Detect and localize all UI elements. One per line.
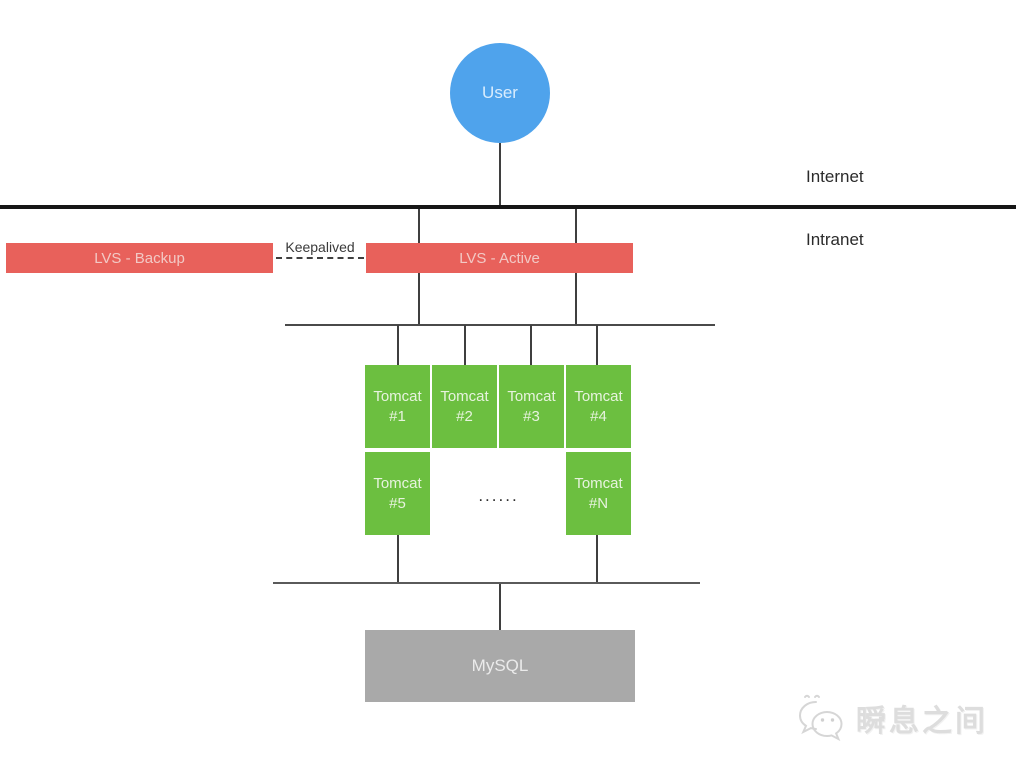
user-node-label: User xyxy=(482,83,518,102)
tomcat-4-id: #4 xyxy=(590,407,607,425)
connector-bus-to-tomcat1 xyxy=(397,325,399,365)
tomcat-2-id: #2 xyxy=(456,407,473,425)
tomcat-2-node: Tomcat #2 xyxy=(432,365,497,448)
watermark-text: 瞬息之间 xyxy=(856,705,988,738)
keepalived-label: Keepalived xyxy=(285,239,355,255)
tomcat-n-name: Tomcat xyxy=(574,474,623,492)
wechat-icon xyxy=(798,694,843,742)
mysql-label: MySQL xyxy=(471,656,529,675)
lvs-active-node: LVS - Active xyxy=(366,243,633,273)
connector-bus-to-tomcat4 xyxy=(596,325,598,365)
watermark: 瞬息之间 xyxy=(790,688,988,748)
tomcat-ellipsis: ...... xyxy=(478,486,519,505)
tomcat-1-id: #1 xyxy=(389,407,406,425)
tomcat-3-id: #3 xyxy=(523,407,540,425)
mysql-bus-line xyxy=(273,582,700,584)
lvs-active-label: LVS - Active xyxy=(459,249,540,267)
internet-zone-label: Internet xyxy=(806,167,864,186)
intranet-zone-label: Intranet xyxy=(806,230,864,249)
connector-bus-to-mysql xyxy=(499,584,501,630)
keepalived-dashed-link xyxy=(276,257,364,259)
tomcat-4-node: Tomcat #4 xyxy=(566,365,631,448)
tomcat-1-name: Tomcat xyxy=(373,387,422,405)
connector-tomcat5-to-bus xyxy=(397,535,399,582)
lvs-backup-label: LVS - Backup xyxy=(94,249,185,267)
tomcat-3-node: Tomcat #3 xyxy=(499,365,564,448)
mysql-node: MySQL xyxy=(365,630,635,702)
connector-bus-to-tomcat2 xyxy=(464,325,466,365)
tomcat-5-name: Tomcat xyxy=(373,474,422,492)
internet-intranet-divider xyxy=(0,205,1016,209)
tomcat-5-node: Tomcat #5 xyxy=(365,452,430,535)
connector-user-to-internet xyxy=(499,143,501,206)
tomcat-4-name: Tomcat xyxy=(574,387,623,405)
connector-bus-to-tomcat3 xyxy=(530,325,532,365)
tomcat-2-name: Tomcat xyxy=(440,387,489,405)
tomcat-1-node: Tomcat #1 xyxy=(365,365,430,448)
connector-tomcatn-to-bus xyxy=(596,535,598,582)
lvs-backup-node: LVS - Backup xyxy=(6,243,273,273)
tomcat-3-name: Tomcat xyxy=(507,387,556,405)
tomcat-5-id: #5 xyxy=(389,494,406,512)
tomcat-n-node: Tomcat #N xyxy=(566,452,631,535)
tomcat-bus-line xyxy=(285,324,715,326)
tomcat-n-id: #N xyxy=(588,494,609,512)
user-node: User xyxy=(450,43,550,143)
